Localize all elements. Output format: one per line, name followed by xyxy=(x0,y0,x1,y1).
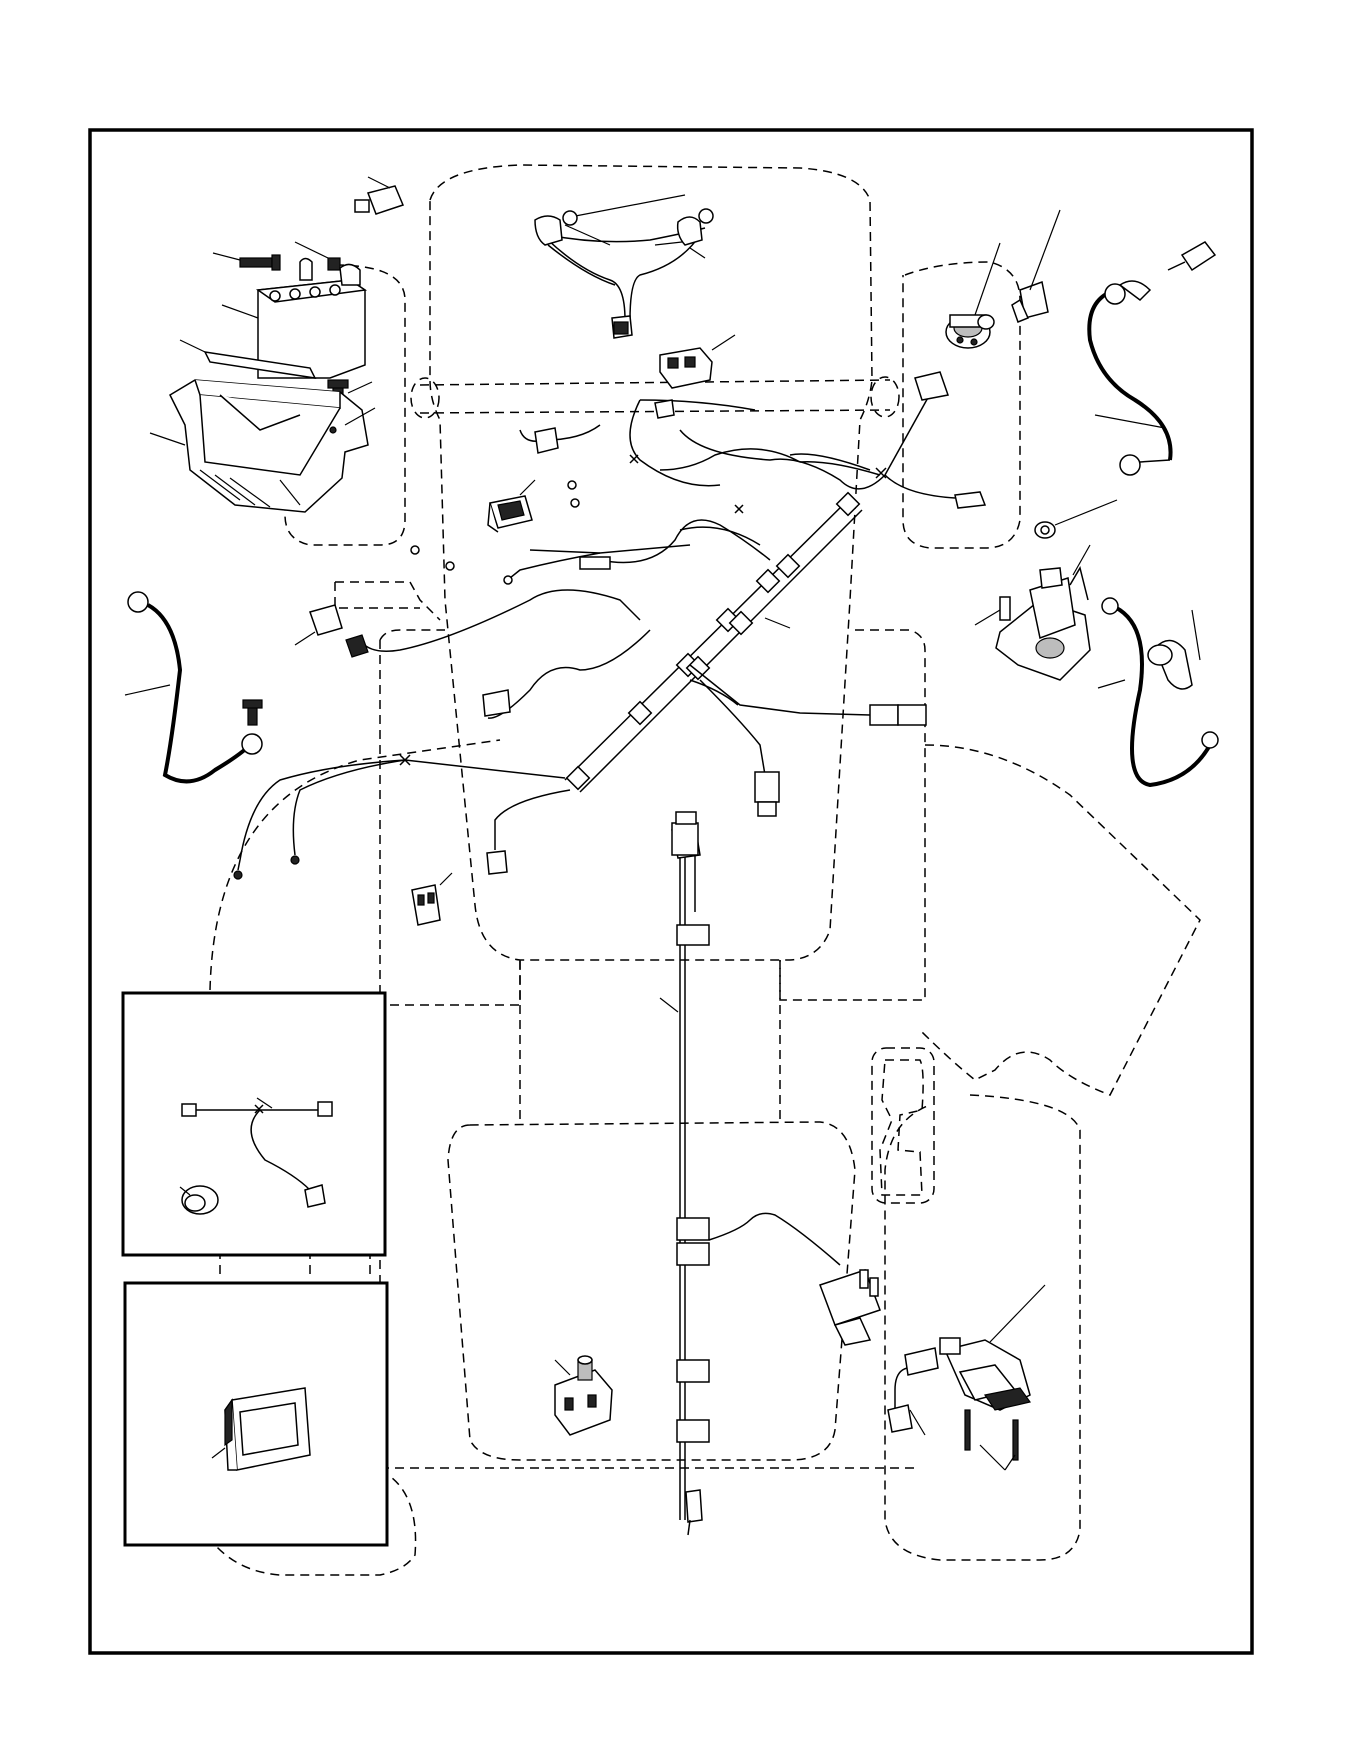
lower-harness xyxy=(660,812,840,1535)
harness-terminal xyxy=(571,499,579,507)
pto-switch xyxy=(555,1356,612,1435)
harness-terminal xyxy=(568,481,576,489)
harness-connector-down xyxy=(758,802,776,816)
harness-terminal xyxy=(234,871,242,879)
terminal-boot xyxy=(1148,610,1200,689)
harness-fuse-holder xyxy=(580,557,610,569)
inset-reverse-switch xyxy=(125,1283,387,1545)
harness-connector-right xyxy=(898,705,926,725)
positive-cable xyxy=(1089,242,1215,475)
ground-bolt xyxy=(243,700,262,725)
seat-deck xyxy=(448,960,855,1460)
ignition-key xyxy=(1012,210,1060,322)
left-fender xyxy=(210,740,500,990)
fuel-tank-inner xyxy=(880,1060,923,1195)
battery-assembly xyxy=(150,177,403,512)
harness-terminal xyxy=(411,546,419,554)
harness-connector xyxy=(955,492,985,508)
lower-harness-sleeve xyxy=(677,1218,709,1240)
harness-connector xyxy=(487,851,507,874)
rear-frame xyxy=(380,1005,920,1468)
harness-terminal xyxy=(504,576,512,584)
negative-cable xyxy=(125,592,262,781)
clutch-switch xyxy=(660,335,735,388)
terminal-cover xyxy=(355,177,403,214)
frame-crossbar xyxy=(420,380,890,413)
headlight-harness xyxy=(535,195,713,338)
mower-switch-assembly xyxy=(888,1285,1045,1470)
harness-connector xyxy=(915,372,948,400)
fuse-bracket-outline xyxy=(335,582,440,620)
lower-harness-sleeve xyxy=(677,1360,709,1382)
solenoid xyxy=(975,500,1117,680)
lower-harness-sleeve xyxy=(677,925,709,945)
harness-connector xyxy=(535,428,558,453)
frame-round-left xyxy=(411,378,439,418)
ignition-switch xyxy=(946,243,1000,348)
frame-round-right xyxy=(871,377,899,417)
harness-connector-right xyxy=(870,705,898,725)
harness-sleeves xyxy=(567,493,860,790)
lower-harness-sleeve xyxy=(677,1243,709,1265)
solenoid-cable xyxy=(1098,598,1218,785)
relay xyxy=(820,1270,880,1345)
console-outline xyxy=(380,630,925,1005)
harness-terminal xyxy=(446,562,454,570)
lower-harness-sleeve xyxy=(677,1420,709,1442)
harness-terminal xyxy=(291,856,299,864)
harness-connector-down xyxy=(755,772,779,802)
harness-connector xyxy=(655,400,674,418)
seat-switch xyxy=(412,873,452,925)
harness-connector xyxy=(483,690,510,716)
battery-box xyxy=(150,380,375,512)
rocker-switch xyxy=(488,480,535,532)
inset-accessory-outlet xyxy=(123,993,385,1255)
battery-bolt xyxy=(213,253,280,270)
right-fender xyxy=(920,745,1200,1095)
fuse xyxy=(295,605,368,657)
rear-right-wheel xyxy=(885,1095,1080,1560)
hood-outline xyxy=(430,165,872,960)
